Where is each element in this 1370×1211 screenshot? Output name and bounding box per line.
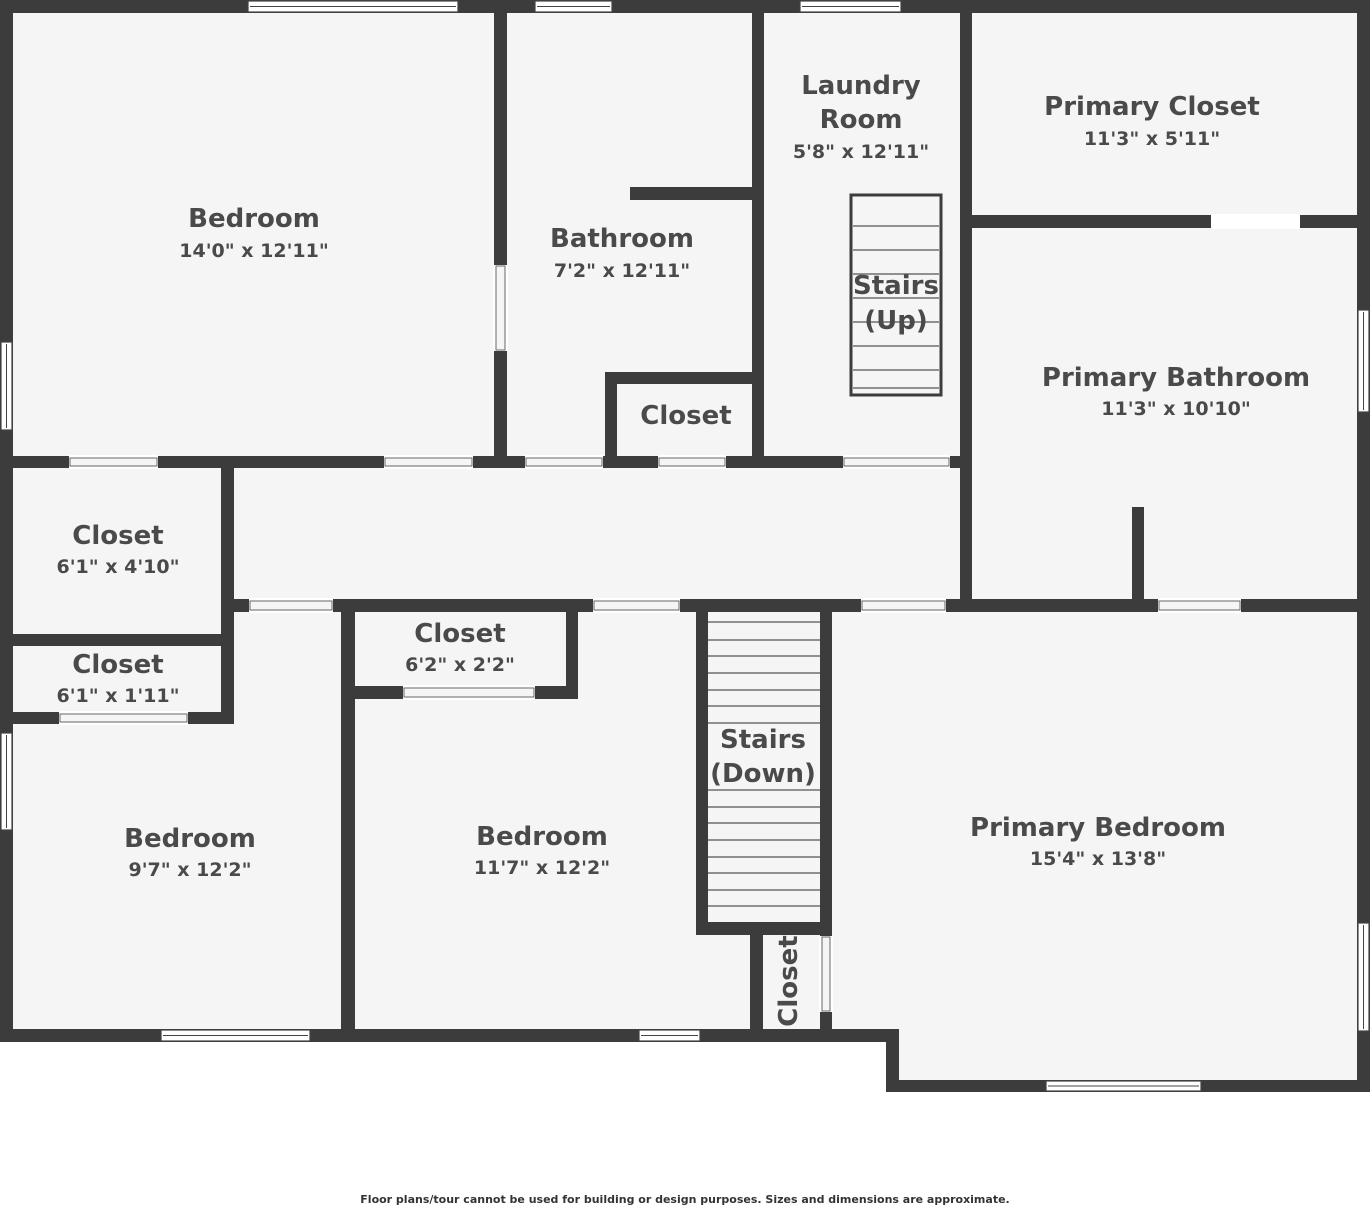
- bedroom-s-name: Bedroom: [476, 822, 608, 852]
- closet-vertical-name: Closet: [774, 935, 804, 1026]
- bedroom-s-dim: 11'7" x 12'2": [474, 857, 610, 879]
- floor-area: [0, 0, 1370, 1092]
- door-opening-lines: [59, 265, 1241, 1012]
- closet-w1-name: Closet: [72, 521, 163, 551]
- stairs-down-label-1: Stairs: [720, 725, 806, 755]
- room-labels: Bedroom 14'0" x 12'11" Bathroom 7'2" x 1…: [56, 71, 1310, 1027]
- primary-closet-name: Primary Closet: [1044, 92, 1260, 122]
- closet-mid-name: Closet: [414, 619, 505, 649]
- laundry-name-2: Room: [820, 105, 903, 135]
- bedroom-nw-name: Bedroom: [188, 204, 320, 234]
- primary-closet-dim: 11'3" x 5'11": [1084, 128, 1220, 150]
- stairs-up-label-1: Stairs: [853, 271, 939, 301]
- primary-bedroom-name: Primary Bedroom: [970, 813, 1226, 843]
- bathroom-dim: 7'2" x 12'11": [554, 260, 690, 282]
- stairs-up-label-2: (Up): [864, 306, 928, 336]
- stairs-up-treads: [849, 193, 943, 397]
- bedroom-nw-dim: 14'0" x 12'11": [179, 240, 328, 262]
- bedroom-sw-name: Bedroom: [124, 824, 256, 854]
- disclaimer-text: Floor plans/tour cannot be used for buil…: [360, 1193, 1010, 1206]
- primary-bathroom-dim: 11'3" x 10'10": [1101, 398, 1250, 420]
- primary-bedroom-dim: 15'4" x 13'8": [1030, 848, 1166, 870]
- closet-w1-dim: 6'1" x 4'10": [56, 556, 179, 578]
- bedroom-sw-dim: 9'7" x 12'2": [128, 859, 251, 881]
- stairs-down-treads: [708, 621, 820, 907]
- windows: [0, 0, 1370, 1092]
- closet-w2-dim: 6'1" x 1'11": [56, 685, 179, 707]
- closet-small-bath-name: Closet: [640, 401, 731, 431]
- primary-bathroom-name: Primary Bathroom: [1042, 363, 1310, 393]
- closet-w2-name: Closet: [72, 650, 163, 680]
- bathroom-name: Bathroom: [550, 224, 694, 254]
- laundry-dim: 5'8" x 12'11": [793, 141, 929, 163]
- stairs-down-label-2: (Down): [710, 759, 816, 789]
- closet-mid-dim: 6'2" x 2'2": [405, 654, 515, 676]
- laundry-name-1: Laundry: [801, 71, 921, 101]
